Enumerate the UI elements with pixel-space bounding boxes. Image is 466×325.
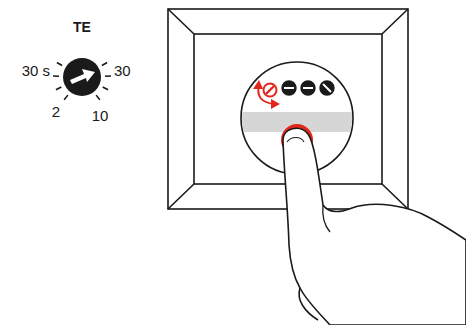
knuckle-line — [323, 205, 330, 232]
dial-knob — [63, 58, 101, 96]
dial-tick — [64, 95, 68, 100]
dial-tick — [57, 63, 62, 66]
red-trimmer — [264, 84, 277, 97]
time-dial — [53, 58, 111, 100]
dial-title: TE — [73, 20, 91, 34]
fingernail — [287, 138, 304, 143]
rotate-arrow — [253, 80, 280, 109]
scale-label: 30 — [114, 63, 131, 78]
thumb-line — [299, 288, 318, 320]
dial-tick — [56, 87, 61, 90]
screws — [264, 81, 335, 97]
dial-arrow — [70, 69, 95, 84]
scale-label: 30 s — [22, 63, 50, 78]
dial-tick — [105, 75, 111, 77]
scale-label: 2 — [52, 104, 60, 119]
dial-tick — [96, 95, 100, 100]
scale-label: 10 — [92, 108, 109, 123]
dial-tick — [103, 87, 108, 90]
dial-tick — [53, 75, 59, 77]
dial-tick — [102, 63, 107, 66]
hand — [283, 128, 466, 325]
